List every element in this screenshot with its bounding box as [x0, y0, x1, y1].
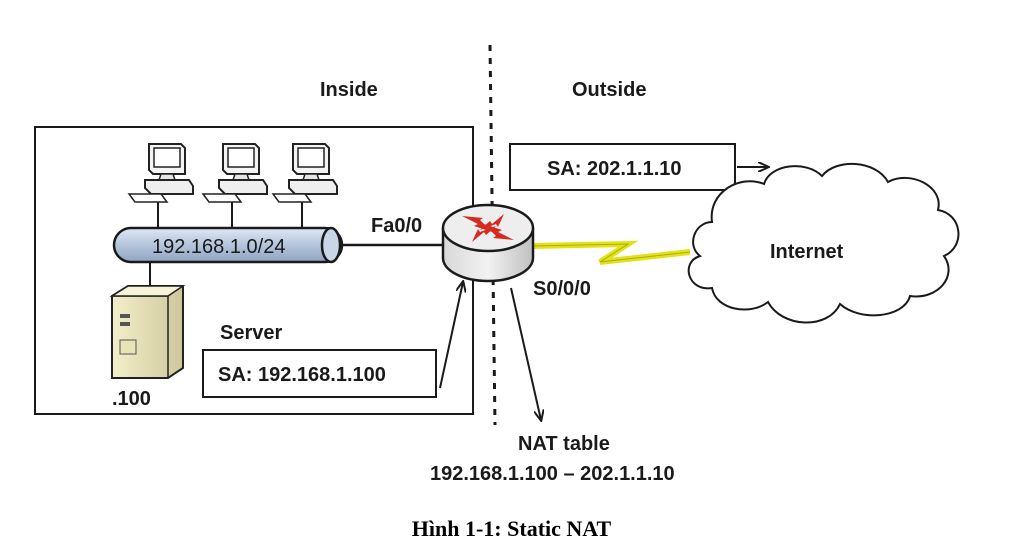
computer-icon — [128, 143, 194, 203]
outside-zone-label: Outside — [572, 79, 646, 101]
router-to-nat-arrow — [510, 287, 541, 420]
server-label: Server — [220, 322, 282, 344]
router-icon — [441, 203, 535, 283]
server-icon — [109, 285, 186, 379]
router-inside-interface: Fa0/0 — [371, 215, 422, 237]
packet-to-router-arrow — [439, 282, 463, 389]
outside-packet-box — [509, 143, 736, 191]
nat-table-entry: 192.168.1.100 – 202.1.1.10 — [430, 463, 675, 485]
inside-packet-box — [202, 349, 437, 398]
inside-packet-source: SA: 192.168.1.100 — [218, 364, 386, 386]
zone-divider — [488, 44, 497, 426]
internet-label: Internet — [770, 241, 844, 263]
lan-network-label: 192.168.1.0/24 — [152, 236, 285, 258]
internet-cloud — [687, 163, 960, 324]
lan-segment — [112, 226, 344, 264]
computer-icon — [272, 143, 338, 203]
pc-drop-lines — [157, 200, 303, 228]
nat-table-title: NAT table — [518, 433, 610, 455]
serial-link — [531, 240, 691, 265]
inside-zone-label: Inside — [320, 79, 378, 101]
figure-caption: Hình 1-1: Static NAT — [411, 516, 612, 541]
computer-icon — [202, 143, 268, 203]
server-host-suffix: .100 — [112, 388, 151, 410]
router-outside-interface: S0/0/0 — [533, 278, 591, 300]
outside-packet-source: SA: 202.1.1.10 — [547, 158, 682, 180]
